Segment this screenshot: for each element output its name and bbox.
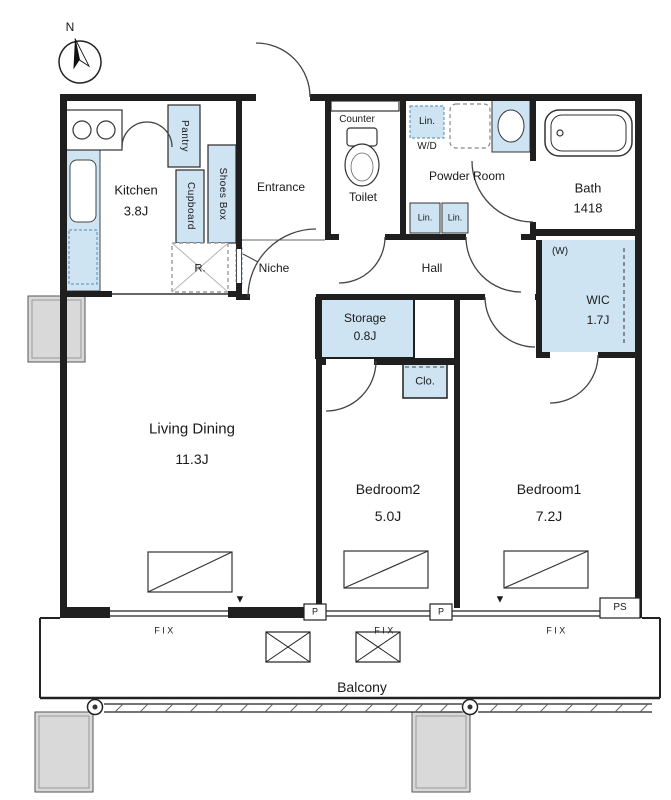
- counter-label: Counter: [339, 114, 375, 125]
- toilet-counter: [330, 100, 400, 112]
- wic-door-arc: [549, 354, 599, 404]
- toilet-tank: [346, 127, 378, 147]
- toilet-label: Toilet: [348, 190, 378, 204]
- pantry-label: Pantry: [179, 120, 190, 152]
- closet-box: [402, 363, 448, 399]
- niche-pointer: [242, 253, 259, 263]
- living-dining-size: 11.3J: [175, 451, 209, 467]
- balcony-label: Balcony: [337, 679, 387, 695]
- entrance-label: Entrance: [256, 180, 306, 194]
- toilet-door-arc: [338, 236, 386, 284]
- door-arcs: [121, 42, 599, 412]
- dashed-details: [112, 239, 625, 368]
- linen-top-label: Lin.: [418, 116, 436, 127]
- wic-floor: [542, 240, 635, 352]
- bath-door-arc: [471, 160, 534, 223]
- bath-size: 1418: [573, 200, 603, 216]
- burner-icon: [72, 120, 92, 140]
- stove-icon: [65, 109, 123, 151]
- vent-marker-bedroom1: ▼: [494, 593, 506, 606]
- pipe-left-label: P: [311, 606, 319, 617]
- bath-label: Bath: [574, 180, 602, 196]
- niche-recess: [236, 249, 242, 283]
- bedroom1-size: 7.2J: [535, 508, 563, 524]
- fix-label-bedroom2: FIX: [374, 625, 396, 636]
- vanity-sink: [497, 109, 525, 143]
- pipe-right-label: P: [437, 606, 445, 617]
- cupboard-label: Cupboard: [185, 182, 196, 230]
- shoes-box-label: Shoes Box: [217, 167, 228, 221]
- pantry-door-arc: [121, 121, 148, 148]
- linen-top-box: [409, 105, 445, 139]
- linen-br-box: [441, 202, 469, 234]
- burner-icon: [96, 120, 116, 140]
- fix-label-living: FIX: [154, 625, 176, 636]
- pipe-box-right: [429, 603, 453, 621]
- storage-size: 0.8J: [353, 329, 377, 343]
- cupboard-box: [175, 169, 205, 244]
- shoesbox-box: [207, 144, 237, 244]
- washer-dryer-label: W/D: [417, 141, 437, 152]
- kitchen-label: Kitchen: [114, 182, 158, 198]
- pillars: [27, 295, 471, 793]
- wic-window-mark: (W): [551, 246, 569, 257]
- washer-space: [449, 103, 491, 149]
- compass-north-label: N: [65, 20, 75, 34]
- bedroom2-size: 5.0J: [374, 508, 402, 524]
- linen-bl-box: [409, 202, 441, 234]
- bedroom1-label: Bedroom1: [516, 481, 582, 497]
- bathtub-icon: [544, 109, 633, 157]
- kitchen-size: 3.8J: [123, 203, 149, 219]
- windows: [110, 610, 600, 617]
- pipe-box-left: [303, 603, 327, 621]
- linen-bottom-left-label: Lin.: [417, 212, 433, 223]
- linen-bottom-right-label: Lin.: [447, 212, 463, 223]
- bedroom2-door-arc: [325, 360, 377, 412]
- vent-marker-living: ▼: [234, 593, 246, 606]
- furniture: [147, 550, 589, 593]
- bedroom1-door-arc: [484, 296, 536, 348]
- powder-room-label: Powder Room: [428, 169, 506, 183]
- fixtures: [65, 100, 633, 293]
- niche-label: Niche: [258, 261, 290, 275]
- pantry-door-arc: [146, 121, 173, 148]
- dishwasher-dashed: [68, 229, 98, 285]
- storage-box: [315, 297, 415, 359]
- wic-label: WIC: [586, 293, 610, 307]
- walls: [60, 94, 642, 618]
- fixture-fills: [65, 99, 635, 399]
- refrigerator-label: R.: [194, 262, 206, 275]
- entrance-door-arc: [255, 42, 311, 98]
- pantry-box: [167, 104, 201, 168]
- bedroom2-label: Bedroom2: [355, 481, 421, 497]
- compass-icon: [58, 38, 102, 84]
- toilet-bowl: [344, 143, 380, 187]
- pipe-space-box: [599, 597, 641, 619]
- living-dining-label: Living Dining: [149, 420, 235, 438]
- powder-door-arc: [465, 236, 522, 293]
- pipe-space-label: PS: [613, 602, 627, 613]
- pipe-boxes: [303, 597, 641, 621]
- balcony-structure: [39, 617, 661, 716]
- closet-label: Clo.: [415, 375, 435, 388]
- fix-label-bedroom1: FIX: [546, 625, 568, 636]
- storage-label: Storage: [343, 311, 387, 325]
- hall-label: Hall: [421, 261, 443, 275]
- living-door-arc: [247, 228, 317, 298]
- kitchen-sink: [69, 159, 97, 223]
- wic-size: 1.7J: [586, 313, 610, 327]
